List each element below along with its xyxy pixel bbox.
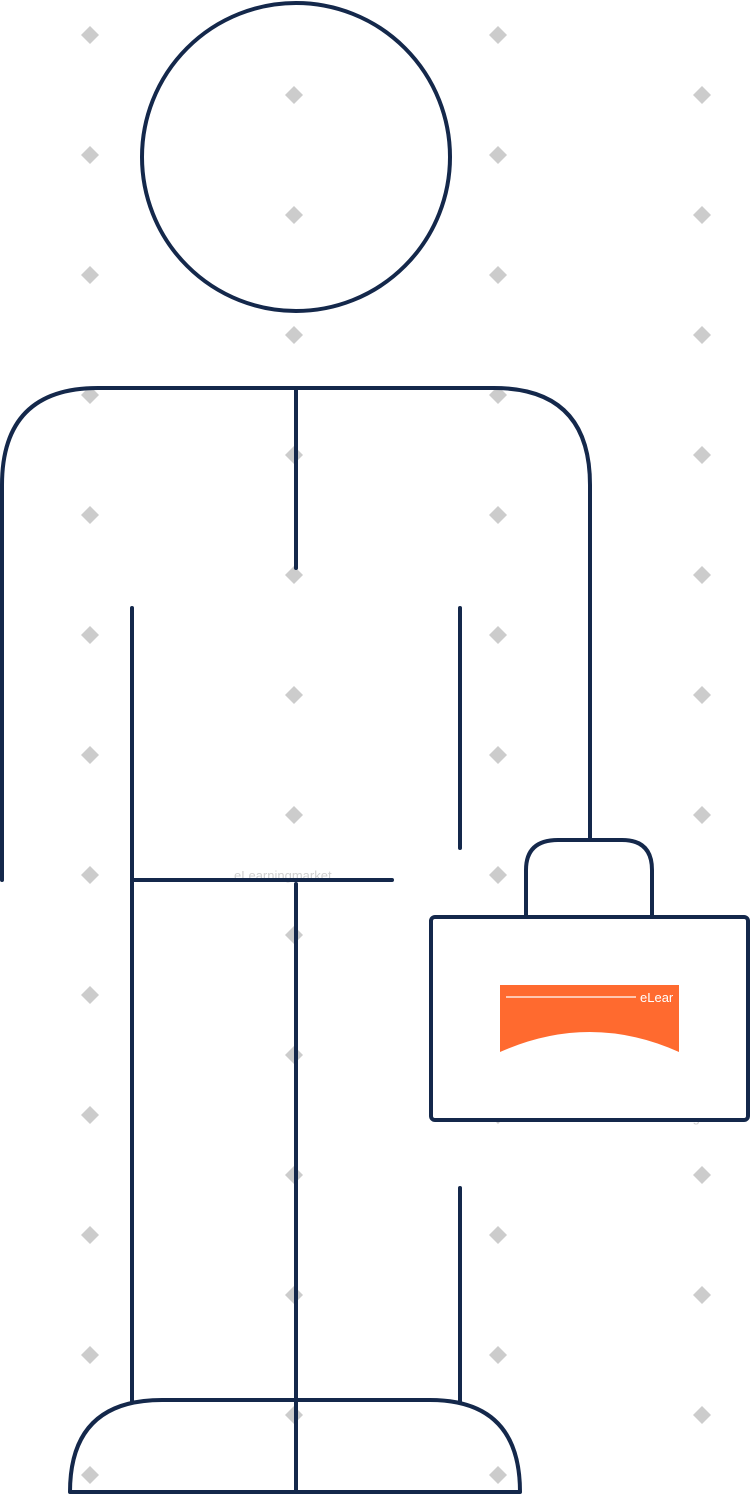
watermark-diamond bbox=[693, 1286, 711, 1304]
watermark-diamond bbox=[693, 686, 711, 704]
watermark-diamond bbox=[81, 626, 99, 644]
watermark-diamond bbox=[489, 1466, 507, 1484]
watermark-diamond bbox=[693, 566, 711, 584]
watermark-diamond bbox=[81, 266, 99, 284]
feet-base bbox=[68, 1398, 522, 1494]
watermark-diamond bbox=[489, 26, 507, 44]
watermark-diamond bbox=[489, 1226, 507, 1244]
briefcase bbox=[429, 838, 750, 1122]
watermark-diamond bbox=[285, 326, 303, 344]
watermark-diamond bbox=[693, 86, 711, 104]
watermark-diamond bbox=[489, 146, 507, 164]
briefcase-label-accent bbox=[500, 985, 679, 1052]
watermark-diamond bbox=[81, 746, 99, 764]
watermark-diamond bbox=[693, 206, 711, 224]
watermark-diamond bbox=[285, 206, 303, 224]
watermark-diamond bbox=[693, 1406, 711, 1424]
watermark-diamond bbox=[489, 866, 507, 884]
watermark-diamond bbox=[285, 566, 303, 584]
watermark-diamond bbox=[285, 686, 303, 704]
watermark-diamond bbox=[489, 746, 507, 764]
watermark-diamond bbox=[81, 26, 99, 44]
watermark-diamond bbox=[489, 386, 507, 404]
briefcase-handle bbox=[524, 838, 654, 916]
head-circle bbox=[140, 1, 452, 313]
watermark-diamond bbox=[693, 326, 711, 344]
watermark-diamond bbox=[285, 806, 303, 824]
watermark-diamond bbox=[285, 86, 303, 104]
watermark-diamond bbox=[489, 266, 507, 284]
person-figure bbox=[0, 1, 592, 1494]
watermark-pattern bbox=[81, 26, 711, 1484]
watermark-diamond bbox=[489, 506, 507, 524]
watermark-diamond bbox=[81, 1226, 99, 1244]
watermark-diamond bbox=[81, 506, 99, 524]
watermark-text: eLear bbox=[640, 990, 674, 1005]
watermark-diamond bbox=[693, 446, 711, 464]
watermark-diamond bbox=[81, 1346, 99, 1364]
watermark-diamond bbox=[81, 1466, 99, 1484]
watermark-diamond bbox=[81, 146, 99, 164]
watermark-diamond bbox=[81, 1106, 99, 1124]
watermark-diamond bbox=[489, 626, 507, 644]
watermark-diamond bbox=[693, 1166, 711, 1184]
watermark-diamond bbox=[693, 806, 711, 824]
watermark-diamond bbox=[81, 386, 99, 404]
watermark-diamond bbox=[81, 866, 99, 884]
watermark-diamond bbox=[489, 1346, 507, 1364]
watermark-diamond bbox=[81, 986, 99, 1004]
